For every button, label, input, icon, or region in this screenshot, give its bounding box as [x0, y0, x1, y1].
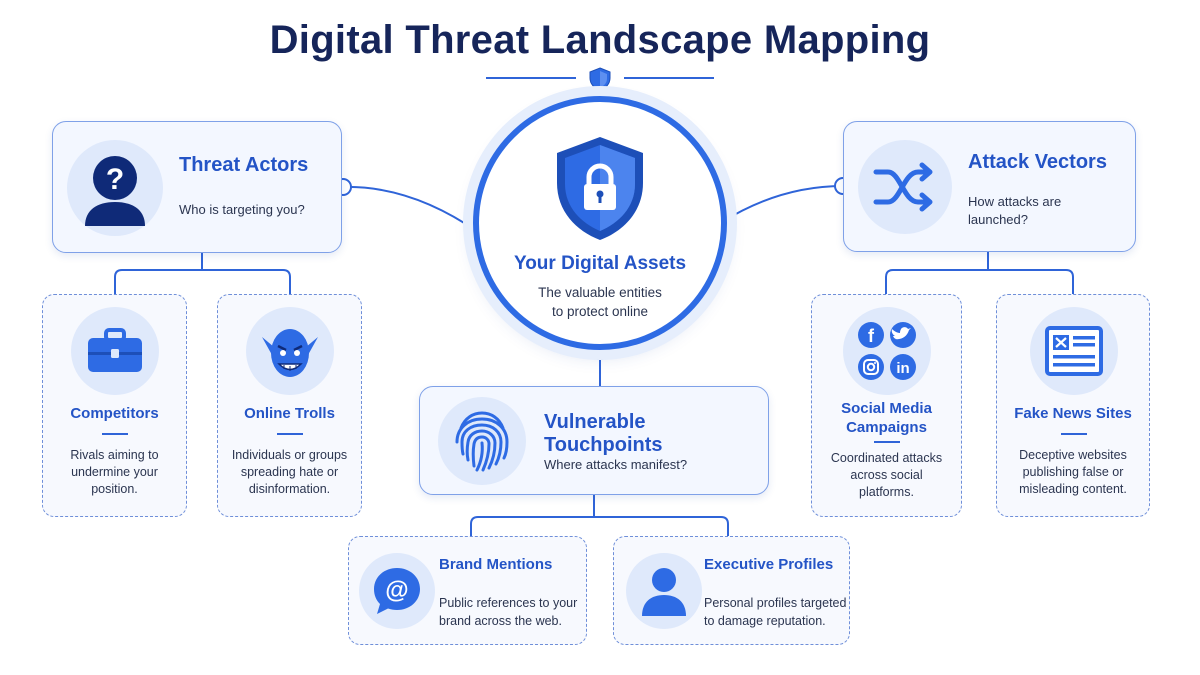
page-title: Digital Threat Landscape Mapping: [269, 18, 931, 62]
title-rule-left: [486, 77, 576, 79]
threat-actors-subtitle: Who is targeting you?: [179, 202, 305, 217]
attack-vectors-card[interactable]: Attack Vectors How attacks are launched?: [843, 121, 1136, 252]
online-trolls-description: Individuals or groups spreading hate or …: [231, 448, 348, 496]
fake-news-sites-card[interactable]: Fake News Sites Deceptive websites publi…: [996, 294, 1150, 517]
separator: [1061, 433, 1087, 435]
troll-face-icon: [246, 307, 334, 395]
social-media-icons: f in: [843, 307, 931, 395]
competitors-card[interactable]: Competitors Rivals aiming to undermine y…: [42, 294, 187, 517]
digital-assets-title: Your Digital Assets: [513, 253, 687, 274]
svg-text:f: f: [868, 326, 875, 346]
executive-profiles-card[interactable]: Executive Profiles Personal profiles tar…: [613, 536, 850, 645]
attack-vectors-title: Attack Vectors: [968, 151, 1107, 173]
svg-text:?: ?: [106, 163, 124, 196]
title-rule-right: [624, 77, 714, 79]
fingerprint-icon: [438, 397, 526, 485]
vulnerable-touchpoints-card[interactable]: Vulnerable Touchpoints Where attacks man…: [419, 386, 769, 495]
vulnerable-touchpoints-title: Vulnerable Touchpoints: [544, 411, 663, 456]
separator: [874, 441, 900, 443]
threat-actors-title: Threat Actors: [179, 154, 309, 176]
brand-mentions-description: Public references to your brand across t…: [439, 596, 578, 628]
svg-text:@: @: [385, 577, 408, 604]
social-media-campaigns-card[interactable]: f in Social Media Campaigns Coordinated …: [811, 294, 962, 517]
brand-mentions-title: Brand Mentions: [439, 556, 553, 573]
brand-mentions-card[interactable]: @ Brand Mentions Public references to yo…: [348, 536, 587, 645]
executive-profiles-description: Personal profiles targeted to damage rep…: [704, 596, 847, 628]
separator: [277, 433, 303, 435]
at-sign-bubble-icon: @: [359, 553, 435, 629]
shuffle-arrows-icon: [858, 140, 952, 234]
svg-text:in: in: [896, 360, 909, 377]
vulnerable-touchpoints-subtitle: Where attacks manifest?: [544, 457, 688, 472]
person-question-icon: ?: [67, 140, 163, 236]
shield-lock-icon: [557, 137, 643, 240]
newspaper-icon: [1030, 307, 1118, 395]
competitors-title: Competitors: [70, 405, 159, 422]
threat-actors-card[interactable]: ? Threat Actors Who is targeting you?: [52, 121, 342, 253]
separator: [102, 433, 128, 435]
fake-news-sites-title: Fake News Sites: [1014, 405, 1132, 422]
online-trolls-card[interactable]: Online Trolls Individuals or groups spre…: [217, 294, 362, 517]
executive-profiles-title: Executive Profiles: [704, 556, 834, 573]
shield-icon: [589, 67, 611, 92]
social-media-campaigns-description: Coordinated attacks across social platfo…: [830, 451, 943, 499]
person-icon: [626, 553, 702, 629]
competitors-description: Rivals aiming to undermine your position…: [70, 448, 159, 496]
attack-vectors-subtitle: How attacks are launched?: [968, 194, 1062, 227]
social-media-campaigns-title: Social Media Campaigns: [841, 400, 932, 436]
briefcase-icon: [71, 307, 159, 395]
fake-news-sites-description: Deceptive websites publishing false or m…: [1019, 448, 1127, 496]
digital-assets-subtitle: The valuable entities to protect online: [538, 285, 662, 319]
online-trolls-title: Online Trolls: [244, 405, 335, 422]
